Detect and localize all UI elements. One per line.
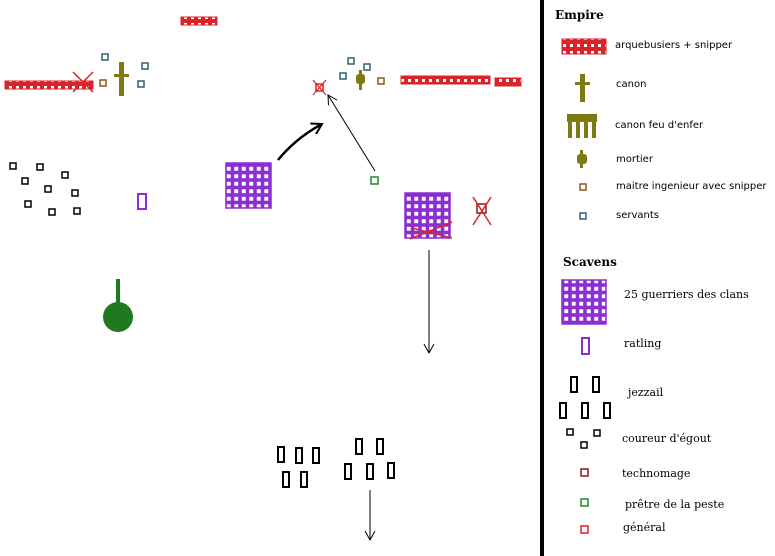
legend-label-mortier: mortier <box>616 154 653 165</box>
gutter-runner-icon <box>566 428 601 449</box>
arquebusier-block <box>4 80 94 90</box>
jezzail-icon <box>559 376 611 419</box>
arquebusier-block <box>180 16 218 26</box>
legend-label-canon: canon <box>616 79 647 90</box>
arquebusier-block <box>494 77 522 87</box>
legend-scavens-heading: Scavens <box>563 255 617 269</box>
legend-label-servants: servants <box>616 210 659 221</box>
legend-empire-heading: Empire <box>555 8 604 22</box>
canon-icon <box>575 74 590 102</box>
crew-square-icon <box>579 212 587 220</box>
jezzail-group <box>277 438 395 488</box>
plague-priest-path-arrow <box>327 94 376 172</box>
legend-divider <box>540 0 544 556</box>
legend-label-technomage: technomage <box>622 467 691 480</box>
warlock-square-icon <box>580 468 589 477</box>
legend-label-plague-priest: prêtre de la peste <box>625 498 725 511</box>
engineer-square <box>377 77 385 85</box>
canon-icon <box>114 62 129 96</box>
legend-label-ratling: ratling <box>624 337 662 350</box>
clanrat-casualty-line <box>411 227 453 239</box>
legend-label-jezzail: jezzail <box>628 386 664 399</box>
crew-square <box>101 53 109 61</box>
advance-arrow <box>277 122 324 161</box>
arquebusier-block <box>400 75 491 85</box>
legend-label-arquebusiers: arquebusiers + snipper <box>615 40 733 51</box>
general-square <box>315 83 324 92</box>
ratling <box>137 193 147 210</box>
clanrat-block-icon <box>561 279 607 325</box>
legend-icons <box>540 0 611 556</box>
casualty-cross-icon <box>312 79 327 96</box>
crew-square <box>137 80 145 88</box>
crew-square <box>347 57 355 65</box>
legend-panel: Empire arquebusiers + snipper canon cano… <box>540 0 775 556</box>
plague-furnace <box>103 279 133 332</box>
legend-label-clanrats: 25 guerriers des clans <box>624 288 749 301</box>
clanrat-casualty-line <box>409 221 453 240</box>
legend-label-engineer: maitre ingenieur avec snipper <box>616 181 767 192</box>
hellfire-cannon-icon <box>567 114 597 138</box>
legend-label-general: général <box>623 521 666 534</box>
crew-square <box>141 62 149 70</box>
legend-label-gutter-runner: coureur d'égout <box>622 432 712 445</box>
mortar-icon <box>577 150 587 168</box>
mortar-icon <box>356 70 365 90</box>
crew-square <box>339 72 347 80</box>
casualty-cross-icon <box>472 196 492 226</box>
ratling-icon <box>581 337 590 355</box>
general-square-icon <box>580 525 589 534</box>
clanrat-block <box>225 162 272 209</box>
plague-priest-square-icon <box>580 498 589 507</box>
legend-label-hellfire-cannon: canon feu d'enfer <box>615 120 704 131</box>
engineer-square <box>99 79 107 87</box>
casualty-cross-icon <box>72 71 94 93</box>
plague-priest-square <box>370 176 379 185</box>
gutter-runner-group <box>9 162 81 216</box>
crew-square <box>363 63 371 71</box>
arquebusier-block-icon <box>561 38 607 55</box>
battle-map <box>4 16 522 542</box>
clanrat-block <box>404 192 451 239</box>
engineer-square-icon <box>579 183 587 191</box>
